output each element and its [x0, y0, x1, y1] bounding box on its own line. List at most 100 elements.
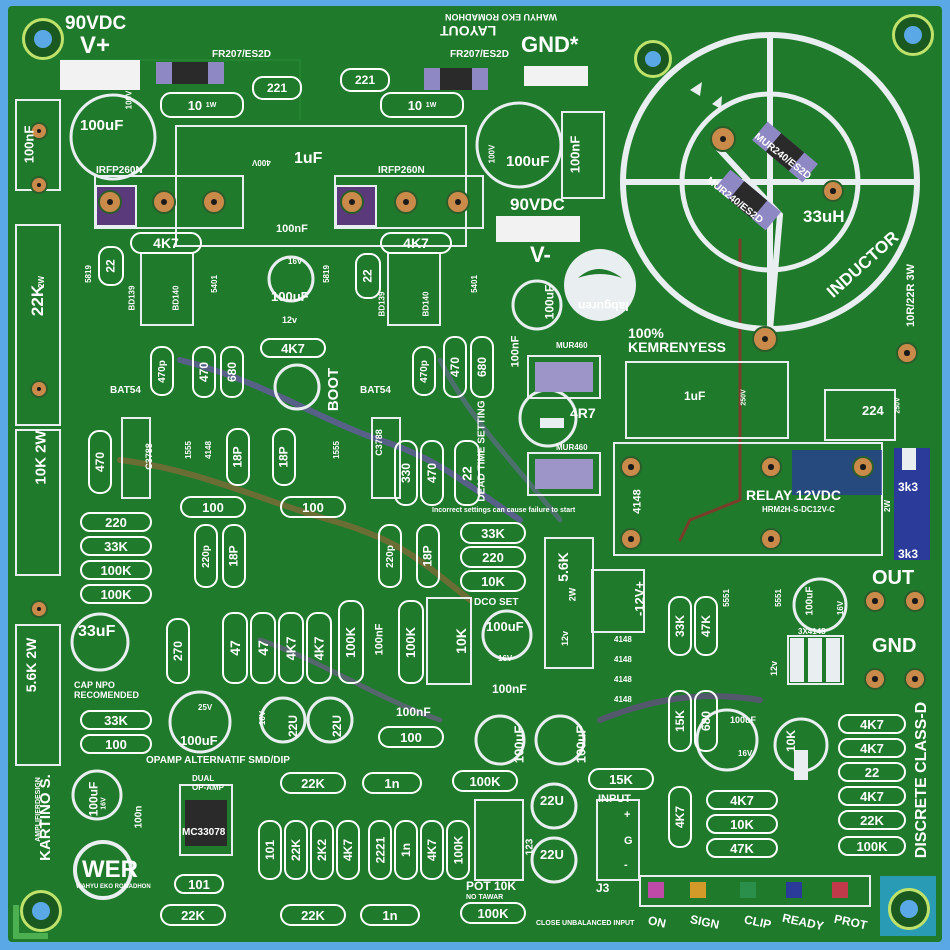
- resistor-22k-c: 22K: [284, 820, 308, 880]
- c16v-dco: 16V: [498, 654, 513, 663]
- resistor-470-c: 470: [88, 430, 112, 494]
- vplus-sign: V+: [80, 32, 111, 59]
- discrete-class-d-title: DISCRETE CLASS-D: [913, 701, 931, 859]
- resistor-15k-a: 15K: [668, 690, 692, 752]
- labguren-logo: [564, 249, 636, 321]
- r2w-a-label: 2W: [37, 276, 46, 288]
- r5k6-vertical: 5.6K: [554, 552, 571, 582]
- c100nf-e: 100nF: [492, 682, 527, 696]
- r3k3-a: 3k3: [898, 480, 919, 494]
- gnd-label: GND: [872, 635, 917, 657]
- pad: [760, 456, 782, 478]
- c100uf-h: 100uF: [573, 725, 589, 764]
- c100nf-small: 100nF: [509, 335, 522, 368]
- resistor-100-a: 100: [180, 496, 246, 518]
- fr207-b-label: FR207/ES2D: [450, 49, 509, 60]
- r22k-2w-label: 22K: [28, 284, 48, 317]
- c16v-k: 16V: [100, 797, 108, 810]
- resistor-4k7-j: 4K7: [838, 786, 906, 806]
- io-on: ON: [646, 913, 668, 931]
- c100uf-dco: 100uF: [486, 619, 524, 634]
- c100uf-left: 100uF: [80, 117, 124, 134]
- c100uf-q: 100uF: [730, 715, 757, 725]
- c250v-a: 250V: [740, 389, 748, 406]
- r3k3-b: 3k3: [898, 547, 919, 561]
- c1uf-main: 1uF: [294, 150, 323, 167]
- r10k-b-label: 10K: [784, 729, 799, 753]
- irfp-a-label: IRFP260N: [96, 165, 143, 176]
- input-minus: -: [624, 859, 628, 871]
- resistor-33k-c: 33K: [80, 710, 152, 730]
- vplus-voltage: 90VDC: [65, 13, 127, 34]
- resistor-10-b: 10 1W: [380, 92, 464, 118]
- resistor-4k7-a: 4K7: [130, 232, 202, 254]
- c16v-p: 16V: [836, 600, 846, 616]
- pad: [864, 668, 886, 690]
- resistor-4k7-b: 4K7: [380, 232, 452, 254]
- resistor-33k-d: 33K: [668, 596, 692, 656]
- r10k-dco: 10K: [452, 628, 469, 654]
- j3-label: J3: [596, 881, 610, 895]
- resistor-100k-h: 100K: [838, 836, 906, 856]
- resistor-100k-g: 100K: [460, 902, 526, 924]
- cap-18p-d: 18P: [416, 524, 440, 588]
- layout-credit: WAHYU EKO ROMADHON: [445, 12, 557, 22]
- r5819-b: 5819: [321, 265, 331, 283]
- pad: [202, 190, 226, 214]
- pad: [30, 176, 48, 194]
- resistor-4k7-f: 4K7: [336, 820, 360, 880]
- c250v-b: 250V: [894, 397, 902, 414]
- no-tawar-label: NO TAWAR: [466, 894, 504, 901]
- pad: [620, 456, 642, 478]
- c400v: 400V: [252, 158, 271, 167]
- resistor-330: 330: [394, 440, 418, 506]
- mount-hole-tr: [892, 14, 934, 56]
- cap-18p-a: 18P: [226, 428, 250, 486]
- pad: [30, 380, 48, 398]
- resistor-47-b: 47: [250, 612, 276, 684]
- pad: [904, 668, 926, 690]
- c3788-a: C3788: [143, 443, 154, 470]
- c22u-a: 22U: [286, 714, 301, 738]
- resistor-221-a: 221: [252, 76, 302, 100]
- c100nf-right: 100nF: [567, 135, 583, 174]
- relay-title: RELAY 12VDC: [746, 487, 841, 503]
- resistor-221-b: 221: [340, 68, 390, 92]
- c100uf-small: 100uF: [542, 284, 557, 320]
- pad: [30, 122, 48, 140]
- r5819-a: 5819: [83, 265, 93, 283]
- c22u-c: 22U: [540, 793, 564, 808]
- out-label: OUT: [872, 567, 915, 589]
- cap-470p-b: 470p: [412, 346, 436, 396]
- resistor-4k7-e: 4K7: [306, 612, 332, 684]
- dual-opamp-label: DUAL OP-AMP: [192, 774, 224, 792]
- pad: [752, 326, 778, 352]
- cap-470p-a: 470p: [150, 346, 174, 396]
- cap-1n-c: 1n: [360, 904, 420, 926]
- bd139-b: BD139: [377, 291, 387, 317]
- resistor-4k7-g: 4K7: [420, 820, 444, 880]
- c100nf-f: 100nF: [396, 705, 431, 719]
- outline-boxes: [15, 99, 896, 881]
- pad: [30, 600, 48, 618]
- resistor-270: 270: [166, 618, 190, 684]
- resistor-680-a: 680: [220, 346, 244, 398]
- r123-label: 123: [524, 838, 536, 856]
- input-label: INPUT: [598, 793, 631, 805]
- resistor-22k-e: 22K: [280, 904, 346, 926]
- resistor-470-d: 470: [420, 440, 444, 506]
- pad: [710, 126, 736, 152]
- c100nf-d: 100nF: [373, 623, 386, 656]
- pad: [822, 180, 844, 202]
- d4148-a-box: 4148: [614, 635, 632, 644]
- boot-label: BOOT: [325, 367, 343, 412]
- input-plus: +: [624, 809, 631, 821]
- mur460-a: MUR460: [556, 341, 588, 350]
- c25v: 25V: [198, 703, 213, 712]
- cap-3x4148: 3X4148: [798, 627, 826, 636]
- resistor-10-a: 10 1W: [160, 92, 244, 118]
- pad: [896, 342, 918, 364]
- vminus-voltage: 90VDC: [510, 195, 565, 214]
- irfp-b-label: IRFP260N: [378, 165, 425, 176]
- d4148-relay: 4148: [631, 489, 644, 514]
